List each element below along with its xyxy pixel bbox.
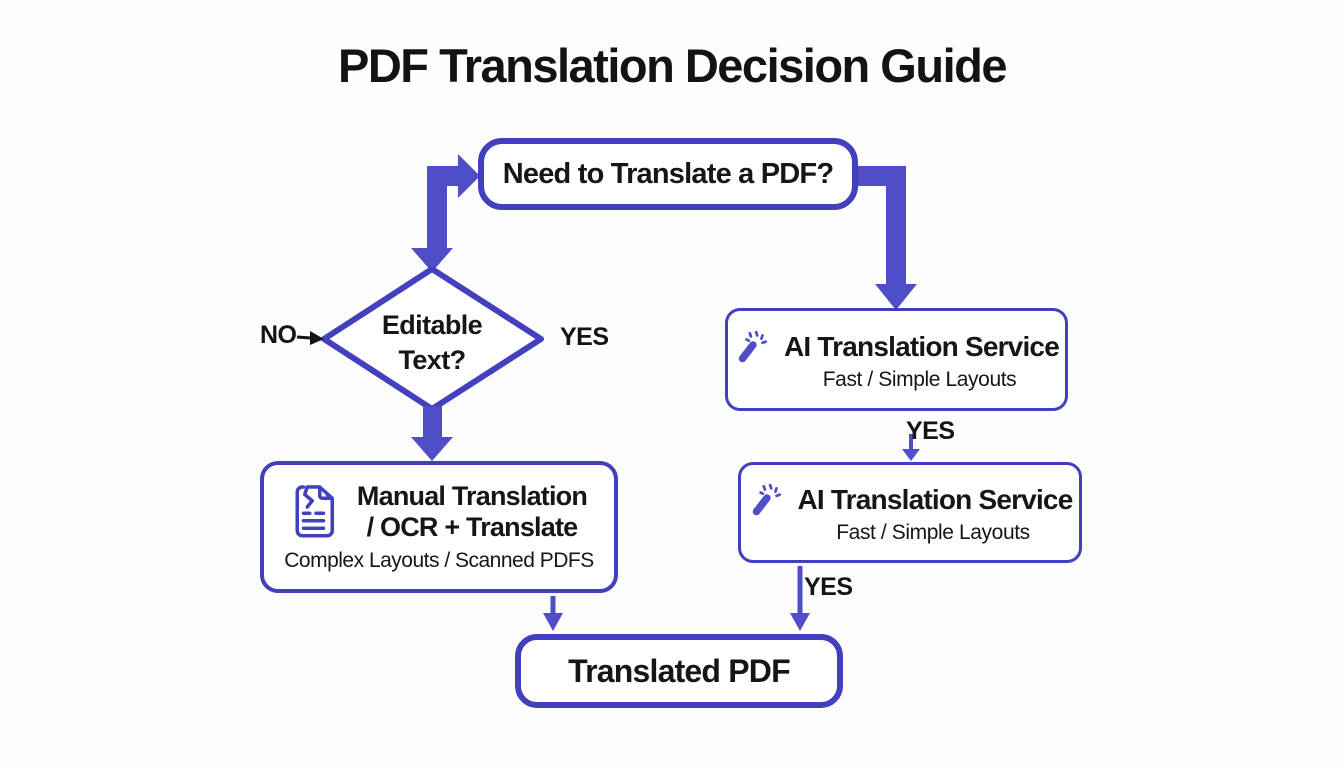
page-title: PDF Translation Decision Guide [338, 39, 1007, 92]
edge-manual-to-result [543, 596, 563, 631]
node-manual-title: Manual Translation / OCR + Translate [356, 481, 588, 542]
manual-title-line1: Manual Translation [356, 481, 588, 512]
magic-wand-icon [738, 330, 768, 362]
edge-label-no: NO [260, 321, 297, 349]
node-ai-service-primary: AI Translation Service Fast / Simple Lay… [725, 308, 1068, 411]
node-result-label: Translated PDF [568, 652, 791, 689]
node-ai-secondary-title: AI Translation Service [797, 483, 1074, 515]
edge-label-yes-decision: YES [560, 323, 609, 351]
decision-line2: Text? [398, 345, 466, 376]
node-start-label: Need to Translate a PDF? [502, 157, 834, 190]
node-result: Translated PDF [515, 634, 843, 708]
edge-ai-primary-to-ai-secondary [902, 434, 920, 461]
node-ai-primary-subtitle: Fast / Simple Layouts [822, 367, 1017, 391]
edge-start-to-ai-primary [856, 166, 917, 310]
manual-title-line2: / OCR + Translate [366, 511, 579, 542]
node-decision-label: Editable Text? [352, 308, 512, 378]
decision-line1: Editable [381, 310, 483, 340]
magic-wand-icon [752, 483, 781, 515]
node-ai-primary-title: AI Translation Service [784, 330, 1060, 362]
edge-label-yes-ai-primary: YES [906, 417, 955, 445]
node-manual-translation: Manual Translation / OCR + Translate Com… [260, 461, 618, 593]
node-manual-subtitle: Complex Layouts / Scanned PDFS [284, 548, 594, 572]
edge-start-to-decision [411, 154, 480, 272]
edge-label-yes-ai-secondary: YES [804, 573, 853, 601]
node-ai-secondary-subtitle: Fast / Simple Layouts [836, 520, 1030, 544]
node-ai-service-secondary: AI Translation Service Fast / Simple Lay… [738, 462, 1082, 563]
edge-ai-secondary-to-result [790, 566, 810, 631]
edge-decision-to-manual [411, 406, 453, 461]
torn-document-icon [295, 484, 334, 537]
edge-no-arrow [296, 331, 324, 345]
node-start: Need to Translate a PDF? [478, 138, 858, 210]
